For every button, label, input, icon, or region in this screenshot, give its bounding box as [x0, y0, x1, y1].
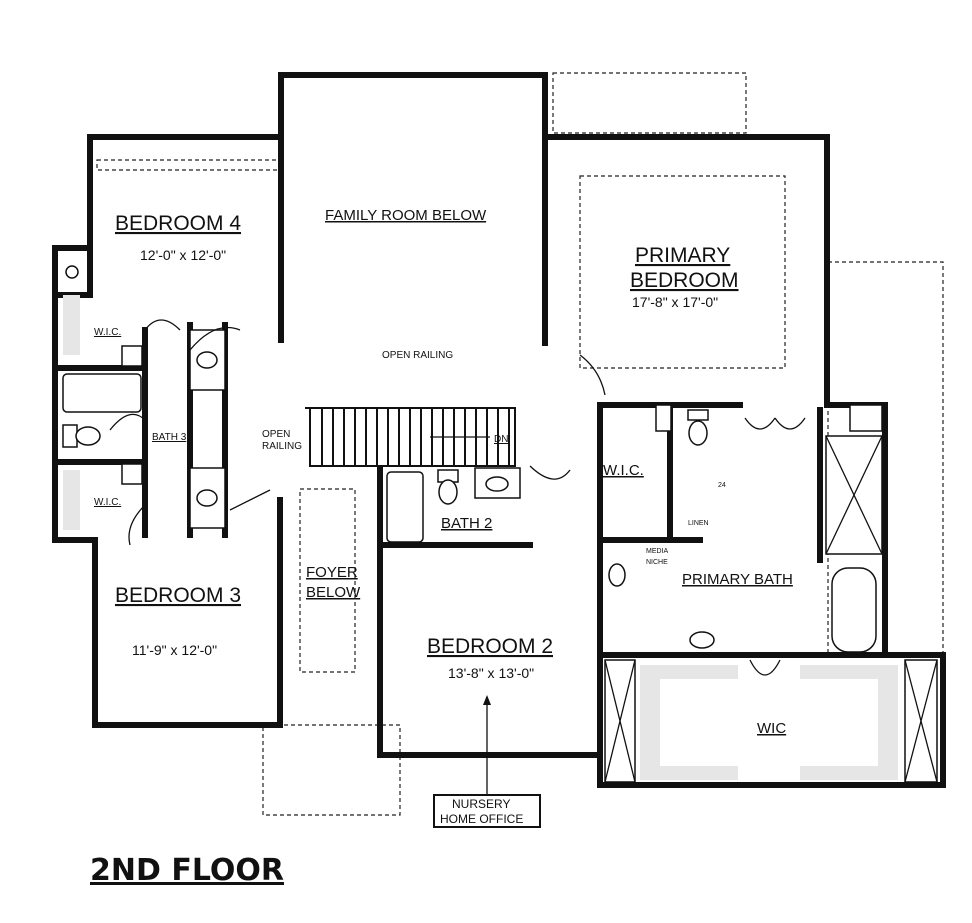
toilet-primary: [687, 409, 709, 421]
bath2-label: BATH 2: [441, 515, 492, 532]
foyer-label-2: BELOW: [306, 584, 361, 601]
tub-primary: [831, 567, 877, 653]
nursery-label-1: NURSERY: [452, 797, 510, 811]
bedroom3-dims: 11'-9" x 12'-0": [132, 642, 217, 658]
sink-counter-bath2: [474, 467, 521, 499]
dim-24: 24: [718, 482, 726, 489]
bedroom4-label: BEDROOM 4: [115, 212, 241, 235]
tub-bath3: [62, 373, 142, 413]
primary-bedroom-label-2: BEDROOM: [630, 269, 739, 292]
bath3-label: BATH 3: [152, 432, 187, 443]
sink-primary-1: [608, 563, 626, 587]
bedroom4-dims: 12'-0" x 12'-0": [140, 247, 226, 263]
foyer-label-1: FOYER: [306, 564, 358, 581]
wic-main-label: WIC: [757, 720, 786, 737]
family-room-label: FAMILY ROOM BELOW: [325, 207, 487, 224]
sink-bath2: [485, 476, 509, 492]
open-railing-side-1: OPEN: [262, 429, 290, 440]
primary-bedroom-dims: 17'-8" x 17'-0": [632, 294, 718, 310]
wic-bed3-label: W.I.C.: [94, 497, 121, 508]
wic-bed4-label: W.I.C.: [94, 327, 121, 338]
tub-bath2: [386, 471, 424, 543]
sink-bath3-1: [196, 351, 218, 369]
bedroom3-label: BEDROOM 3: [115, 584, 241, 607]
toilet-bath3: [62, 424, 78, 448]
open-railing-top: OPEN RAILING: [382, 350, 453, 361]
media-niche-2: NICHE: [646, 559, 668, 566]
room-labels: BEDROOM 4 12'-0" x 12'-0" FAMILY ROOM BE…: [90, 207, 793, 888]
bedroom2-dims: 13'-8" x 13'-0": [448, 665, 534, 681]
primary-bedroom-label-1: PRIMARY: [635, 244, 730, 267]
staircase: [309, 407, 516, 467]
open-railing-side-2: RAILING: [262, 441, 302, 452]
dashed-outlines: [96, 72, 944, 816]
linen-label: LINEN: [688, 520, 709, 527]
fixtures: [62, 265, 938, 783]
wic-primary-label: W.I.C.: [603, 462, 644, 479]
bedroom2-label: BEDROOM 2: [427, 635, 553, 658]
sink-primary-2: [689, 631, 715, 649]
toilet-bowl-primary: [688, 420, 708, 446]
doors: [109, 319, 806, 676]
nursery-callout: [433, 695, 541, 828]
primary-bath-label: PRIMARY BATH: [682, 571, 793, 588]
stair-dn-label: DN: [494, 434, 508, 445]
floor-title: 2ND FLOOR: [90, 853, 284, 888]
toilet-bowl-bath3: [75, 426, 101, 446]
toilet-bowl-bath2: [438, 479, 458, 505]
media-niche-1: MEDIA: [646, 548, 669, 555]
nursery-label-2: HOME OFFICE: [440, 812, 523, 826]
closet-shelving: [63, 295, 898, 780]
sink-counter-bath3-1: [189, 329, 226, 391]
sink-bath3-2: [196, 489, 218, 507]
